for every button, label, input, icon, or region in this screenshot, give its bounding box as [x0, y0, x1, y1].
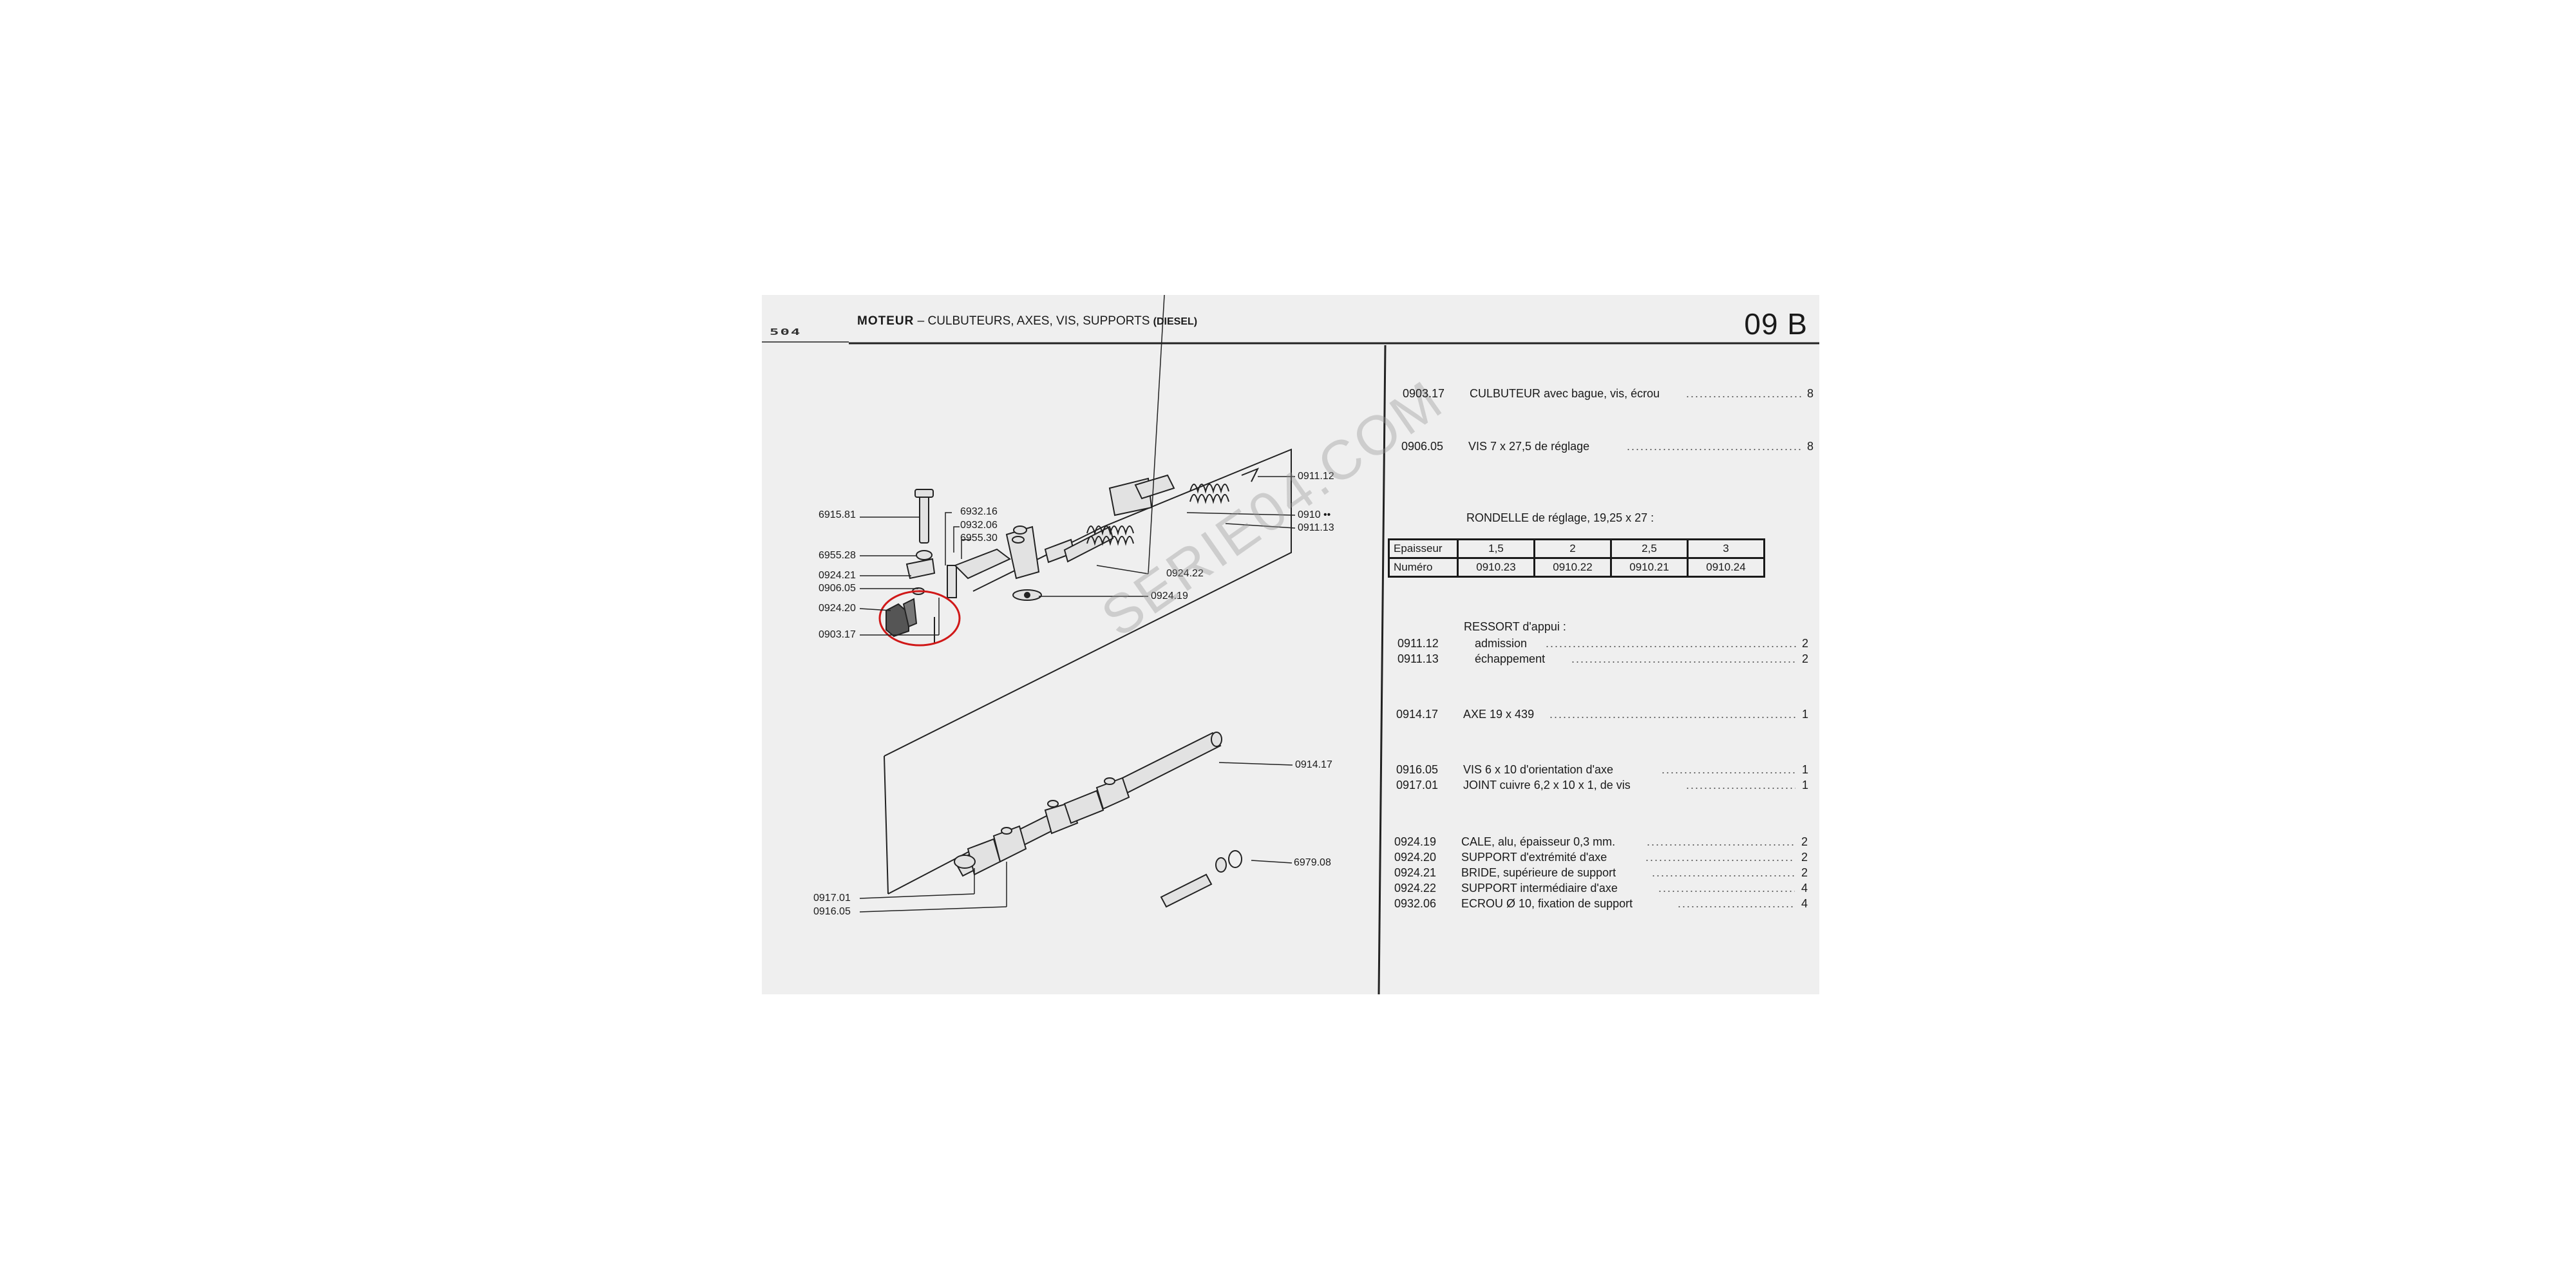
callout-0924-20: 0924.20 [819, 603, 856, 614]
part-qty: 1 [1802, 708, 1809, 721]
callout-0924-22: 0924.22 [1166, 568, 1204, 579]
rondelle-thickness-row: Epaisseur 1,5 2 2,5 3 [1388, 538, 1765, 559]
upper-rocker-assembly [886, 474, 1175, 638]
part-qty: 2 [1801, 835, 1808, 848]
lower-axle-assembly [954, 732, 1242, 908]
thickness-cell: 3 [1687, 538, 1765, 559]
leader-lines [859, 295, 1296, 913]
page-title: MOTEUR – CULBUTEURS, AXES, VIS, SUPPORTS… [857, 314, 1197, 328]
title-dash: – [917, 314, 925, 328]
highlight-circle [878, 590, 961, 647]
part-ref: 0924.19 [1394, 835, 1437, 848]
part-desc: JOINT cuivre 6,2 x 10 x 1, de vis [1463, 779, 1631, 791]
leader-dots: ........................................… [1686, 779, 1795, 791]
part-desc: ECROU Ø 10, fixation de support [1461, 897, 1633, 910]
thickness-cell: 2 [1533, 538, 1612, 559]
part-qty: 1 [1802, 763, 1809, 776]
part-ref: 0911.12 [1397, 637, 1439, 650]
rondelle-row1-label: Epaisseur [1388, 538, 1459, 559]
leader-dots: ........................................… [1571, 652, 1797, 665]
callout-0906-05: 0906.05 [819, 583, 856, 594]
part-qty: 1 [1802, 779, 1809, 791]
part-ref: 0914.17 [1396, 708, 1439, 721]
column-divider [1378, 345, 1387, 994]
rondelle-title: RONDELLE de réglage, 19,25 x 27 : [1466, 511, 1654, 524]
callout-0916-05: 0916.05 [813, 906, 851, 917]
callout-0932-06: 0932.06 [960, 520, 998, 531]
callout-0910-label: 0910 [1298, 509, 1321, 520]
part-qty: 4 [1801, 882, 1808, 895]
part-qty: 8 [1807, 440, 1814, 453]
number-cell: 0910.22 [1533, 557, 1612, 578]
callout-6955-28: 6955.28 [819, 550, 856, 561]
leader-dots: ........................................… [1549, 708, 1795, 721]
callout-0910: 0910 •• [1298, 509, 1331, 521]
part-desc: CULBUTEUR avec bague, vis, écrou [1470, 387, 1660, 400]
page-code: 09 B [1744, 307, 1808, 341]
leader-dots: ........................................… [1645, 851, 1795, 864]
leader-dots: ........................................… [1647, 835, 1795, 848]
part-ref: 0932.06 [1394, 897, 1437, 910]
part-ref: 0916.05 [1396, 763, 1439, 776]
leader-dots: ........................................… [1678, 897, 1795, 910]
callout-6915-81: 6915.81 [819, 509, 856, 520]
part-qty: 2 [1802, 652, 1809, 665]
rondelle-number-row: Numéro 0910.23 0910.22 0910.21 0910.24 [1388, 557, 1765, 578]
thickness-cell: 1,5 [1457, 538, 1535, 559]
callout-6932-16: 6932.16 [960, 506, 998, 517]
section-subtitle: CULBUTEURS, AXES, VIS, SUPPORTS [927, 314, 1150, 328]
part-ref: 0906.05 [1401, 440, 1444, 453]
leader-dots: ........................................… [1627, 440, 1802, 453]
part-qty: 2 [1802, 637, 1809, 650]
parts-catalog-page: 504 MOTEUR – CULBUTEURS, AXES, VIS, SUPP… [762, 295, 1819, 994]
callout-0924-21: 0924.21 [819, 570, 856, 581]
ressort-title: RESSORT d'appui : [1464, 620, 1566, 633]
callout-0911-12: 0911.12 [1298, 471, 1334, 482]
number-cell: 0910.24 [1687, 557, 1765, 578]
part-desc: VIS 7 x 27,5 de réglage [1468, 440, 1590, 453]
thickness-cell: 2,5 [1610, 538, 1689, 559]
part-desc: BRIDE, supérieure de support [1461, 866, 1616, 879]
callout-0911-13: 0911.13 [1298, 522, 1334, 533]
section-name: MOTEUR [857, 314, 914, 328]
part-ref: 0917.01 [1396, 779, 1439, 791]
part-qty: 8 [1807, 387, 1814, 400]
rondelle-table: Epaisseur 1,5 2 2,5 3 Numéro 0910.23 091… [1388, 538, 1765, 578]
part-desc: SUPPORT d'extrémité d'axe [1461, 851, 1607, 864]
leader-dots: ........................................… [1686, 387, 1802, 400]
variant-label: (DIESEL) [1153, 316, 1198, 327]
part-qty: 4 [1801, 897, 1808, 910]
part-qty: 2 [1801, 851, 1808, 864]
part-desc: échappement [1475, 652, 1546, 665]
number-cell: 0910.23 [1457, 557, 1535, 578]
part-ref: 0924.21 [1394, 866, 1437, 879]
callout-0910-marker: •• [1323, 509, 1331, 520]
rondelle-row2-label: Numéro [1388, 557, 1459, 578]
part-ref: 0911.13 [1397, 652, 1439, 665]
callout-0917-01: 0917.01 [813, 893, 851, 904]
brand-504: 504 [770, 327, 802, 337]
leader-dots: ........................................… [1652, 866, 1795, 879]
exploded-view-diagram [762, 295, 1819, 994]
part-desc: CALE, alu, épaisseur 0,3 mm. [1461, 835, 1616, 848]
part-desc: admission [1475, 637, 1528, 650]
part-ref: 0924.22 [1394, 882, 1437, 895]
part-desc: SUPPORT intermédiaire d'axe [1461, 882, 1618, 895]
number-cell: 0910.21 [1610, 557, 1689, 578]
part-ref: 0924.20 [1394, 851, 1437, 864]
part-desc: VIS 6 x 10 d'orientation d'axe [1463, 763, 1614, 776]
part-qty: 2 [1801, 866, 1808, 879]
leader-dots: ........................................… [1658, 882, 1795, 895]
part-desc: AXE 19 x 439 [1463, 708, 1535, 721]
callout-6955-30: 6955.30 [960, 533, 998, 544]
part-ref: 0903.17 [1403, 387, 1445, 400]
leader-dots: ........................................… [1546, 637, 1797, 650]
callout-6979-08: 6979.08 [1294, 857, 1331, 868]
springs [1086, 468, 1260, 546]
callout-0924-19: 0924.19 [1151, 591, 1188, 601]
callout-0914-17: 0914.17 [1295, 759, 1332, 770]
leader-dots: ........................................… [1662, 763, 1795, 776]
callout-0903-17: 0903.17 [819, 629, 856, 640]
